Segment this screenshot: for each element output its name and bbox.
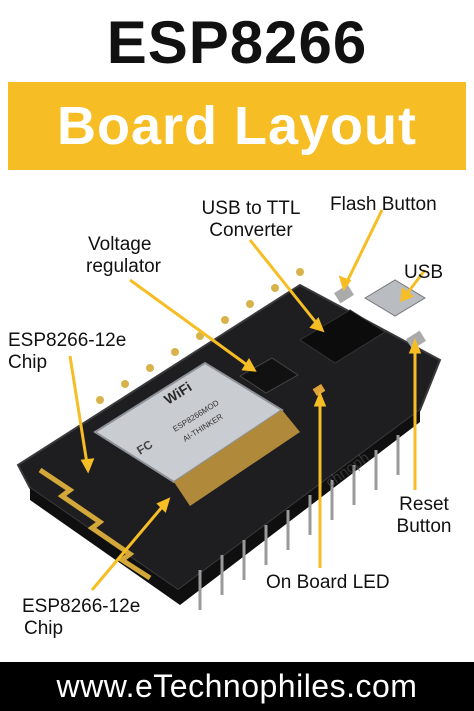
label-voltage-line2: regulator	[86, 256, 161, 277]
subtitle-band: Board Layout	[8, 82, 466, 170]
label-chip-bottom-line2: Chip	[24, 618, 64, 639]
label-reset-line1: Reset	[399, 494, 449, 515]
label-voltage-regulator: Voltage regulator	[86, 234, 161, 278]
label-chip-top-line2: Chip	[8, 352, 48, 373]
label-voltage-line1: Voltage	[88, 234, 152, 255]
arrow-usb-ttl	[248, 239, 324, 331]
onboard-led	[312, 383, 326, 397]
voltage-regulator	[239, 357, 299, 394]
arrow-voltage	[129, 278, 255, 372]
micro-usb-port	[364, 279, 426, 317]
arrow-flash	[342, 209, 384, 289]
pcb-antenna	[38, 467, 152, 581]
label-onboard-led: On Board LED	[266, 572, 390, 593]
board-diagram: WiFi ESP8266MOD AI-THINKER FC	[16, 209, 442, 610]
label-usb-ttl: USB to TTL Converter	[186, 198, 316, 242]
label-usb-ttl-line2: Converter	[209, 220, 293, 241]
label-chip-top: ESP8266-12e Chip	[8, 330, 126, 374]
top-pin-header	[96, 268, 304, 404]
label-reset-line2: Button	[396, 516, 452, 537]
footer-url: www.eTechnophiles.com	[0, 662, 474, 711]
page-subtitle: Board Layout	[56, 96, 418, 156]
label-usb: USB	[404, 262, 444, 283]
callout-arrows	[68, 209, 427, 591]
label-chip-top-line1: ESP8266-12e	[8, 330, 127, 351]
label-chip-bottom-line1: ESP8266-12e	[22, 596, 141, 617]
esp8266-module: WiFi ESP8266MOD AI-THINKER FC	[93, 361, 300, 506]
bottom-pin-legs	[198, 435, 400, 610]
arrow-chip-bottom	[90, 499, 170, 591]
nodemcu-board: WiFi ESP8266MOD AI-THINKER FC	[16, 268, 442, 610]
flash-button-part	[334, 284, 354, 304]
arrow-chip-top	[68, 355, 90, 471]
usb-ttl-chip	[299, 309, 386, 364]
label-flash-button: Flash Button	[330, 194, 437, 215]
label-reset-button: Reset Button	[378, 494, 470, 538]
label-chip-bottom: ESP8266-12e Chip	[22, 596, 140, 640]
page-title: ESP8266	[106, 8, 368, 76]
label-usb-ttl-line1: USB to TTL	[201, 198, 301, 219]
reset-button-part	[406, 330, 426, 350]
